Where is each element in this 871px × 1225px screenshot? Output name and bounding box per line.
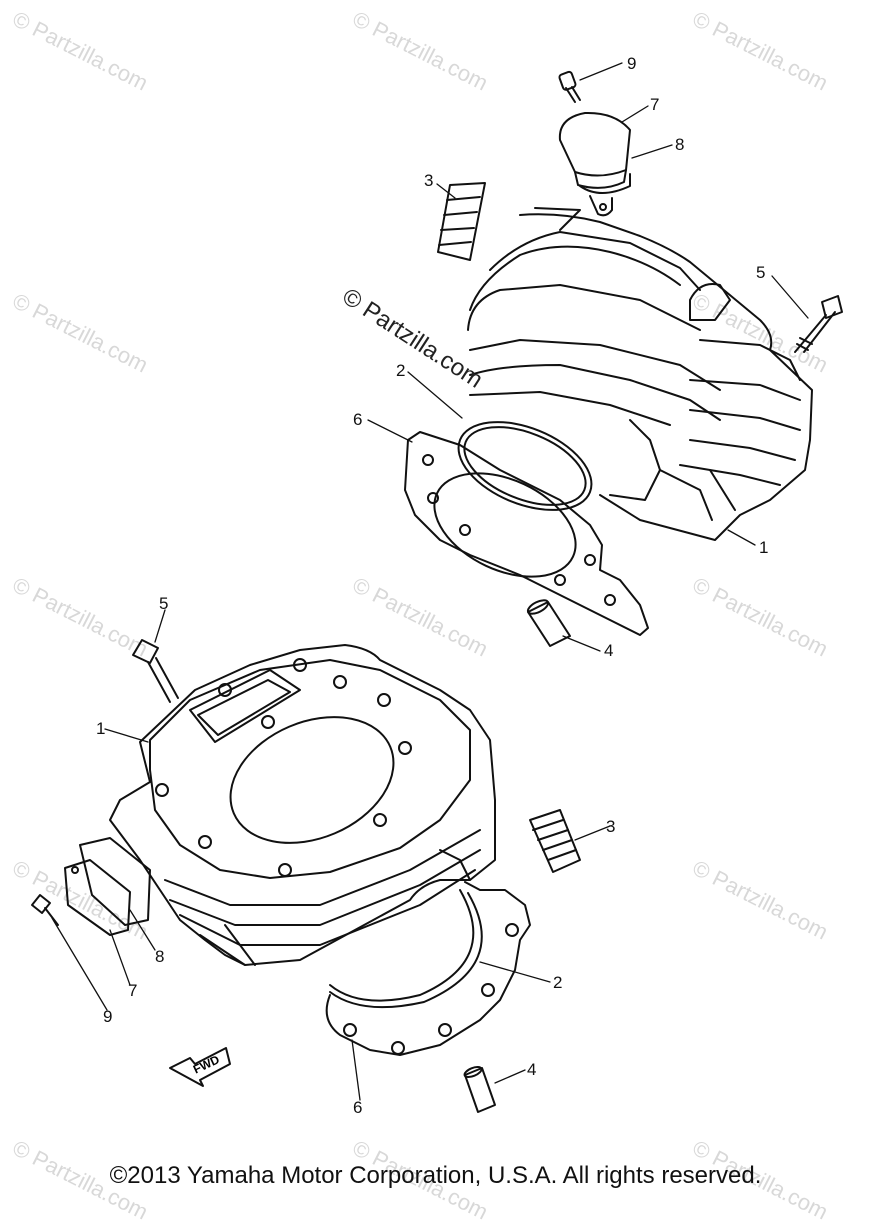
top-bolt-5 [794,295,843,353]
fwd-label: FWD [191,1052,222,1076]
callout-bottom-8: 8 [155,947,164,966]
bottom-sleeve-3 [529,809,581,873]
bottom-cover-7 [64,859,131,936]
bottom-gasket-8 [79,837,151,926]
callout-bottom-2: 2 [553,973,562,992]
callout-bottom-1: 1 [96,719,105,738]
callout-bottom-5: 5 [159,594,168,613]
callout-top-7: 7 [650,95,659,114]
callout-top-5: 5 [756,263,765,282]
bottom-dowel-4 [463,1065,496,1113]
callout-top-9: 9 [627,54,636,73]
top-gasket-8 [579,173,631,217]
top-cap-7 [558,111,631,189]
callout-bottom-9: 9 [103,1007,112,1026]
callout-top-3: 3 [424,171,433,190]
bottom-bolt-5 [132,639,179,703]
bottom-oring-2 [329,889,483,1009]
callout-top-1: 1 [759,538,768,557]
bottom-bolt-9 [31,894,59,926]
top-dowel-4 [526,599,571,647]
top-gasket-6 [404,431,649,636]
bottom-gasket-6 [325,881,531,1056]
callout-top-4: 4 [604,641,613,660]
bottom-cylinder-1 [109,644,496,966]
callout-top-2: 2 [396,361,405,380]
callout-top-8: 8 [675,135,684,154]
top-sleeve-3 [437,182,486,261]
callout-bottom-3: 3 [606,817,615,836]
fwd-arrow-icon [169,1047,231,1087]
leader-lines [51,62,809,1101]
callout-bottom-6: 6 [353,1098,362,1117]
top-bolt-9 [558,70,581,103]
copyright-notice: ©2013 Yamaha Motor Corporation, U.S.A. A… [109,1162,762,1189]
callout-bottom-4: 4 [527,1060,536,1079]
parts-diagram: 9 7 8 3 5 2 6 1 4 5 1 3 8 7 9 2 6 4 FWD [31,54,843,1117]
callout-labels: 9 7 8 3 5 2 6 1 4 5 1 3 8 7 9 2 6 4 [96,54,768,1117]
callout-top-6: 6 [353,410,362,429]
callout-bottom-7: 7 [128,981,137,1000]
top-oring-2 [457,421,593,511]
top-cylinder-1 [467,207,813,541]
